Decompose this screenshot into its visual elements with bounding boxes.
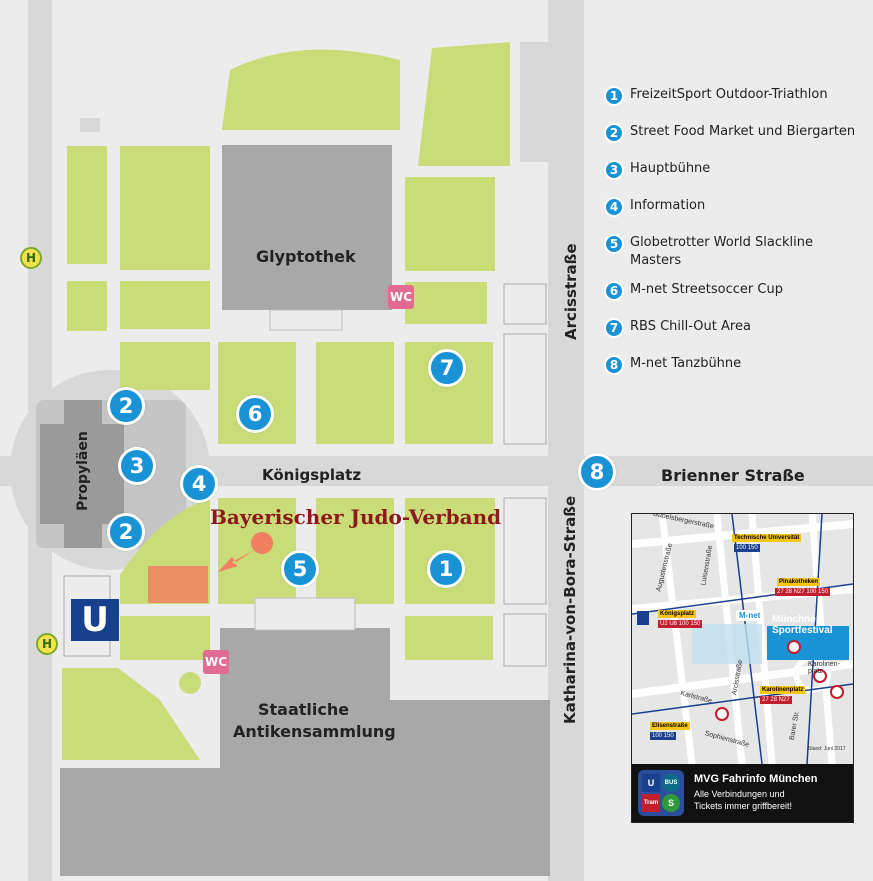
legend-number: 8 xyxy=(604,355,624,375)
koenigsplatz-label: Königsplatz xyxy=(262,466,362,484)
lawn xyxy=(418,42,510,166)
legend-text: Information xyxy=(630,198,706,213)
legend-item: 3 Hauptbühne xyxy=(604,160,866,186)
mvg-banner[interactable]: U BUS Tram S MVG Fahrinfo München Alle V… xyxy=(632,764,853,822)
transit-inset-map: Gabelsbergerstraße Augustenstraße Luisen… xyxy=(631,513,854,823)
antiken-label-line1: Staatliche xyxy=(258,700,350,719)
inset-stop-tu: Technische Universität xyxy=(732,534,802,542)
inset-stop-karolinenplatz-lines: 27 28 N27 xyxy=(760,696,792,704)
lawn xyxy=(405,282,487,324)
legend: 1 FreizeitSport Outdoor-Triathlon 2 Stre… xyxy=(604,86,866,392)
legend-text: Hauptbühne xyxy=(630,161,711,176)
app-sbahn-icon: S xyxy=(662,794,680,812)
pin-6[interactable]: 6 xyxy=(236,395,274,433)
legend-number: 3 xyxy=(604,160,624,180)
inset-stand-date: Stand: Juni 2017 xyxy=(808,746,846,752)
lawn xyxy=(67,281,107,331)
inset-stop-koenigsplatz-lines: U2 U8 100 150 xyxy=(658,620,703,628)
judo-marker xyxy=(251,532,273,554)
legend-number: 1 xyxy=(604,86,624,106)
legend-item: 1 FreizeitSport Outdoor-Triathlon xyxy=(604,86,866,112)
propylaen-building xyxy=(64,400,102,548)
pin-2-north[interactable]: 2 xyxy=(107,387,145,425)
lawn xyxy=(67,146,107,264)
app-tram-icon: Tram xyxy=(642,794,660,812)
bus-stop-north-icon: H xyxy=(20,247,42,269)
glyptothek-building xyxy=(222,145,392,310)
app-bus-icon: BUS xyxy=(662,774,680,792)
wc-north-icon: WC xyxy=(388,285,414,309)
lawn xyxy=(120,616,210,660)
lawn-north xyxy=(222,49,400,130)
inset-stop-elisen: Elisenstraße xyxy=(650,722,690,730)
inset-stop-koenigsplatz: Königsplatz xyxy=(658,610,696,618)
legend-text: M-net Streetsoccer Cup xyxy=(630,282,783,297)
inset-event-badge-line1: Münchner xyxy=(772,614,820,625)
bus-stop-south-icon: H xyxy=(36,633,58,655)
legend-text: M-net Tanzbühne xyxy=(630,356,742,371)
legend-text: Globetrotter World Slackline Masters xyxy=(630,235,814,268)
legend-number: 4 xyxy=(604,197,624,217)
lawn xyxy=(316,342,394,444)
legend-text: RBS Chill-Out Area xyxy=(630,319,751,334)
pin-7[interactable]: 7 xyxy=(428,349,466,387)
pin-1[interactable]: 1 xyxy=(427,550,465,588)
inset-mnet-logo: M-net xyxy=(736,610,764,621)
legend-item: 2 Street Food Market und Biergarten xyxy=(604,123,866,149)
inset-stop-pinakotheken-lines: 27 28 N27 100 150 xyxy=(775,588,831,596)
inset-stop-pinakotheken: Pinakotheken xyxy=(777,578,821,586)
pin-8[interactable]: 8 xyxy=(578,453,616,491)
inset-stop-elisen-lines: 100 150 xyxy=(650,732,676,740)
lawn xyxy=(120,342,210,390)
judo-annotation: Bayerischer Judo-Verband xyxy=(210,505,502,529)
lawn xyxy=(62,668,200,760)
mvg-line1: Alle Verbindungen und xyxy=(694,789,785,799)
legend-text: FreizeitSport Outdoor-Triathlon xyxy=(630,87,828,102)
mvg-title: MVG Fahrinfo München xyxy=(694,773,818,785)
mvg-line2: Tickets immer griffbereit! xyxy=(694,801,793,811)
ubahn-icon: U xyxy=(71,599,119,641)
antiken-label-line2: Antikensammlung xyxy=(233,722,396,741)
propylaen-label: Propyläen xyxy=(75,431,91,511)
lawn xyxy=(316,498,394,604)
inset-stop-karolinenplatz: Karolinenplatz xyxy=(760,686,806,694)
legend-item: 4 Information xyxy=(604,197,866,223)
legend-item: 8 M-net Tanzbühne xyxy=(604,355,866,381)
pin-5[interactable]: 5 xyxy=(281,550,319,588)
pin-3[interactable]: 3 xyxy=(118,447,156,485)
arcisstrasse-label: Arcisstraße xyxy=(562,243,580,340)
glyptothek-label: Glyptothek xyxy=(256,247,356,266)
legend-number: 6 xyxy=(604,281,624,301)
legend-number: 2 xyxy=(604,123,624,143)
legend-item: 7 RBS Chill-Out Area xyxy=(604,318,866,344)
brienner-label: Brienner Straße xyxy=(661,466,805,485)
mvg-app-icon[interactable]: U BUS Tram S xyxy=(638,770,684,816)
legend-number: 7 xyxy=(604,318,624,338)
arcisstrasse-road xyxy=(548,0,584,881)
inset-stop-tu-lines: 100 150 xyxy=(734,544,760,552)
katharina-label: Katharina-von-Bora-Straße xyxy=(561,495,579,724)
pin-2-south[interactable]: 2 xyxy=(107,513,145,551)
legend-item: 5 Globetrotter World Slackline Masters xyxy=(604,234,866,270)
pin-4[interactable]: 4 xyxy=(180,465,218,503)
app-ubahn-icon: U xyxy=(642,774,660,792)
lawn xyxy=(120,146,210,270)
inset-event-badge-line2: Sportfestival xyxy=(772,625,833,636)
lawn xyxy=(405,177,495,271)
legend-item: 6 M-net Streetsoccer Cup xyxy=(604,281,866,307)
judo-area xyxy=(148,566,208,603)
lawn xyxy=(405,616,493,660)
wc-south-icon: WC xyxy=(203,650,229,674)
legend-number: 5 xyxy=(604,234,624,254)
legend-text: Street Food Market und Biergarten xyxy=(630,124,856,139)
inset-place-karolinen: Karolinen-platz xyxy=(808,661,840,675)
lawn xyxy=(120,281,210,329)
